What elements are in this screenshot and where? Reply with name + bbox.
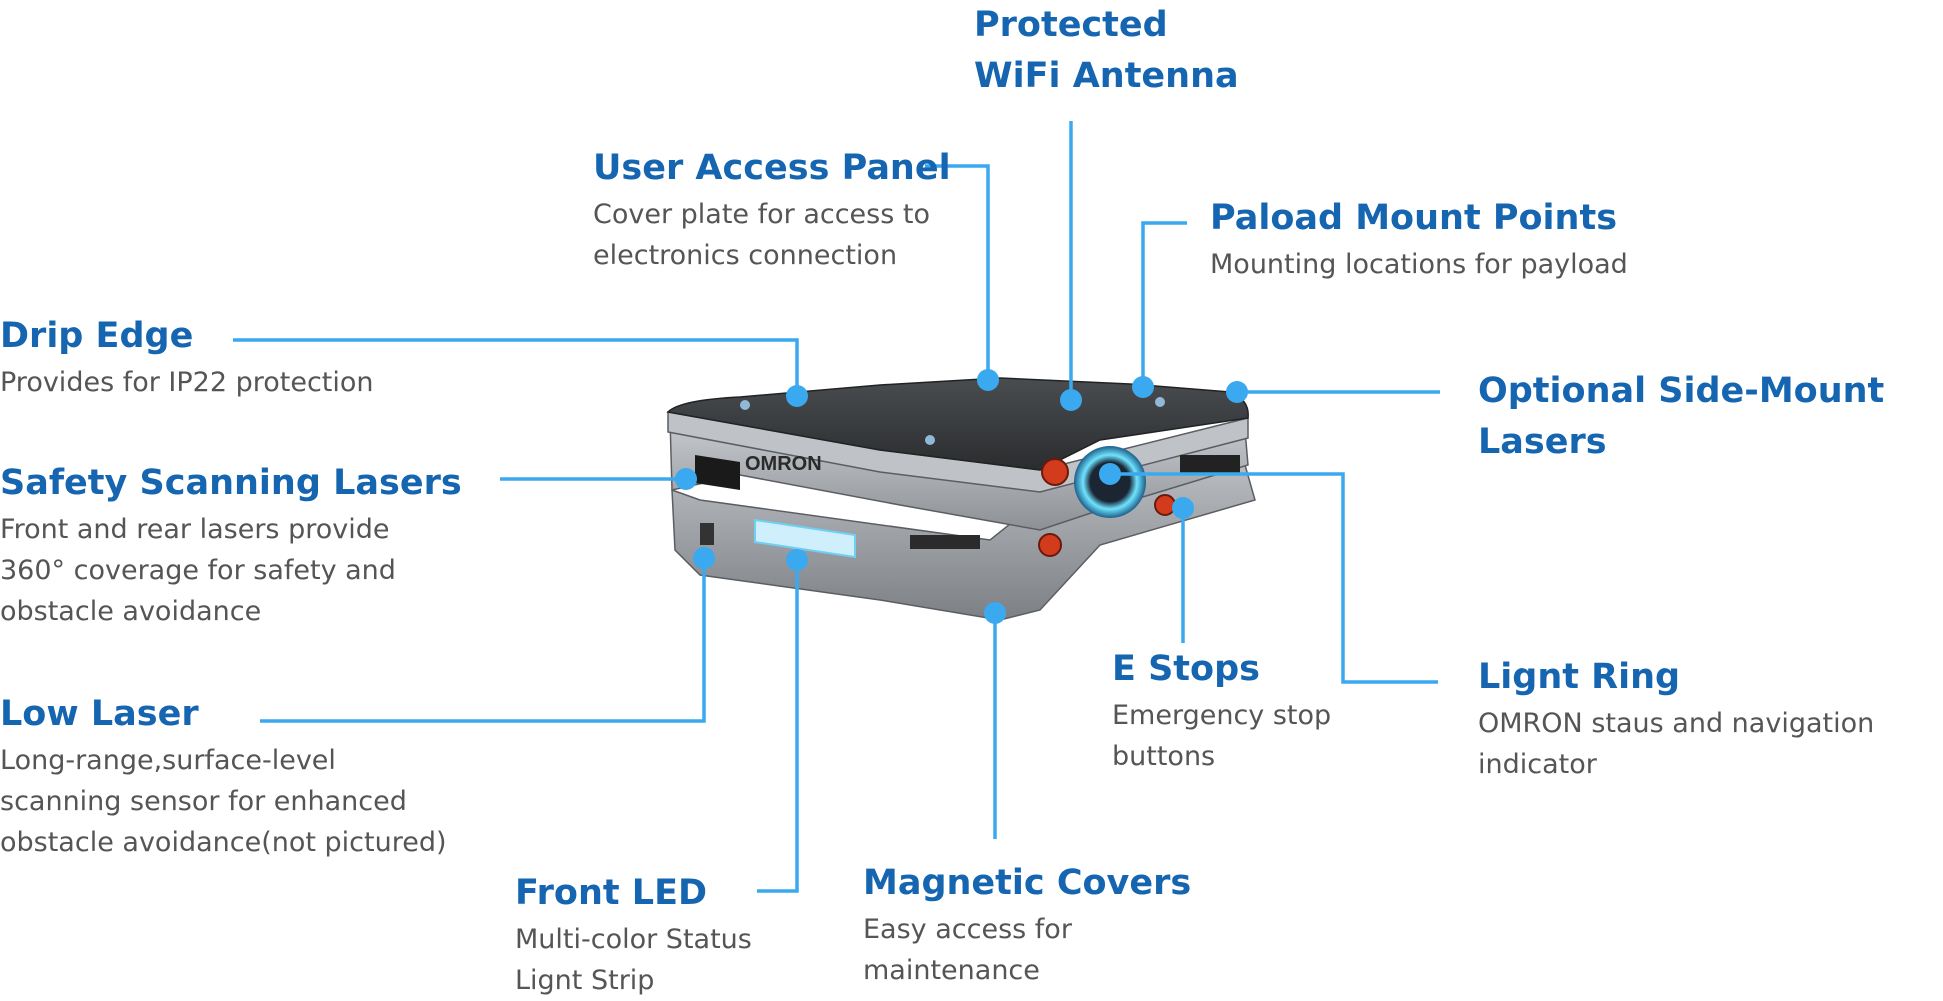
front-led-desc-2: Lignt Strip <box>515 965 655 996</box>
label-safety-lasers: Safety Scanning Lasers Front and rear la… <box>0 458 462 632</box>
leader-dot-safety-lasers <box>675 468 697 490</box>
low-laser-desc-3: obstacle avoidance(not pictured) <box>0 827 447 858</box>
label-user-access-panel: User Access Panel Cover plate for access… <box>593 143 951 276</box>
leader-dot-drip-edge <box>786 385 808 407</box>
leader-light-ring <box>1110 472 1438 684</box>
e-stops-title: E Stops <box>1112 649 1260 689</box>
e-stop-button <box>1154 494 1176 516</box>
side-mount-lasers-title: Optional Side-Mount <box>1478 371 1885 411</box>
label-low-laser: Low Laser Long-range,surface-level scann… <box>0 689 447 863</box>
label-front-led: Front LED Multi-color Status Lignt Strip <box>515 868 752 1001</box>
user-access-panel-desc-2: electronics connection <box>593 240 898 271</box>
user-access-panel-desc: Cover plate for access to <box>593 199 930 230</box>
e-stop-button <box>1038 533 1062 557</box>
label-wifi-antenna: Protected WiFi Antenna <box>974 0 1239 102</box>
leader-user-access-panel <box>925 164 990 380</box>
leader-dot-e-stops <box>1172 497 1194 519</box>
light-ring-desc-2: indicator <box>1478 749 1597 780</box>
magnetic-covers-title: Magnetic Covers <box>863 863 1192 903</box>
safety-lasers-desc-3: obstacle avoidance <box>0 596 262 627</box>
light-ring-title: Lignt Ring <box>1478 657 1681 697</box>
payload-mount-title: Paload Mount Points <box>1210 198 1618 238</box>
leader-payload-mount <box>1141 221 1187 387</box>
leader-dot-magnetic-covers <box>984 602 1006 624</box>
leader-dot-side-mount-lasers <box>1226 381 1248 403</box>
leader-dot-user-access-panel <box>977 369 999 391</box>
leader-dot-low-laser <box>693 547 715 569</box>
leader-front-led <box>757 560 799 893</box>
low-laser-desc-2: scanning sensor for enhanced <box>0 786 407 817</box>
low-laser-desc: Long-range,surface-level <box>0 745 336 776</box>
label-e-stops: E Stops Emergency stop buttons <box>1112 644 1331 777</box>
payload-mount-desc: Mounting locations for payload <box>1210 249 1628 280</box>
robot-image: OMRON <box>666 377 1256 621</box>
robot-brand: OMRON <box>745 453 822 475</box>
magnetic-covers-desc: Easy access for <box>863 914 1072 945</box>
label-drip-edge: Drip Edge Provides for IP22 protection <box>0 311 374 403</box>
drip-edge-desc: Provides for IP22 protection <box>0 367 374 398</box>
side-mount-lasers-title-2: Lasers <box>1478 422 1607 462</box>
wifi-antenna-title: Protected <box>974 5 1168 45</box>
leader-low-laser <box>260 558 706 723</box>
leader-dot-light-ring <box>1099 463 1121 485</box>
label-payload-mount: Paload Mount Points Mounting locations f… <box>1210 193 1628 285</box>
leader-lines <box>233 121 1440 893</box>
safety-lasers-desc-2: 360° coverage for safety and <box>0 555 396 586</box>
safety-lasers-title: Safety Scanning Lasers <box>0 463 462 503</box>
front-led-desc: Multi-color Status <box>515 924 752 955</box>
leader-dot-front-led <box>786 549 808 571</box>
magnetic-covers-desc-2: maintenance <box>863 955 1040 986</box>
leader-dot-wifi-antenna <box>1060 389 1082 411</box>
label-magnetic-covers: Magnetic Covers Easy access for maintena… <box>863 858 1191 991</box>
front-led-title: Front LED <box>515 873 708 913</box>
leader-dot-payload-mount <box>1132 376 1154 398</box>
wifi-antenna-title-2: WiFi Antenna <box>974 56 1239 96</box>
e-stops-desc: Emergency stop <box>1112 700 1332 731</box>
front-led-strip <box>754 518 856 559</box>
low-laser-title: Low Laser <box>0 694 199 734</box>
safety-lasers-desc: Front and rear lasers provide <box>0 514 390 545</box>
leader-drip-edge <box>233 338 799 396</box>
label-side-mount-lasers: Optional Side-Mount Lasers <box>1478 366 1884 468</box>
drip-edge-title: Drip Edge <box>0 316 194 356</box>
e-stop-button <box>1041 458 1069 486</box>
user-access-panel-title: User Access Panel <box>593 148 951 188</box>
e-stops-desc-2: buttons <box>1112 741 1216 772</box>
label-light-ring: Lignt Ring OMRON staus and navigation in… <box>1478 652 1874 785</box>
light-ring-desc: OMRON staus and navigation <box>1478 708 1875 739</box>
robot-top-plate <box>666 377 1249 471</box>
